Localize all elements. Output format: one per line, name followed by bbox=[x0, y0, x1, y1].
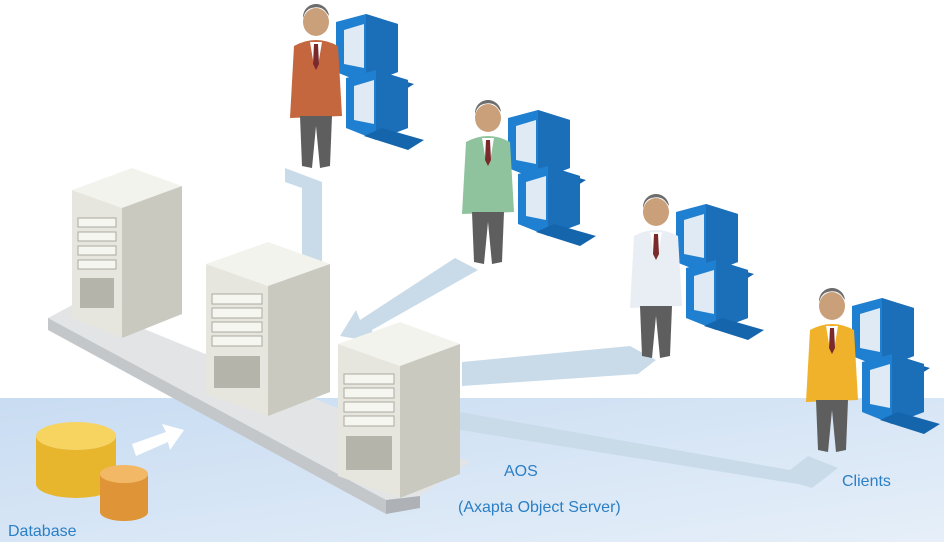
person-icon bbox=[630, 193, 682, 358]
monitor-icon bbox=[862, 354, 940, 434]
aos-server bbox=[338, 322, 460, 498]
client-brown bbox=[290, 3, 424, 168]
person-icon bbox=[462, 99, 514, 264]
monitor-icon bbox=[518, 166, 596, 246]
clients-label: Clients bbox=[842, 473, 891, 490]
monitor-icon bbox=[686, 260, 764, 340]
client-green bbox=[462, 99, 596, 264]
arrow-green-client bbox=[340, 258, 478, 342]
aos-full-label: (Axapta Object Server) bbox=[458, 499, 621, 516]
monitor-icon bbox=[852, 298, 930, 378]
aos-label: AOS bbox=[504, 463, 538, 480]
arrow-brown-client bbox=[285, 168, 322, 268]
monitor-icon bbox=[346, 70, 424, 150]
database-label: Database bbox=[8, 523, 77, 540]
person-icon bbox=[806, 287, 858, 452]
person-icon bbox=[290, 3, 342, 168]
database-server bbox=[72, 168, 182, 338]
clients-group bbox=[290, 3, 940, 452]
arrow-yellow-client bbox=[448, 410, 838, 488]
client-yellow bbox=[806, 287, 940, 452]
client-white bbox=[630, 193, 764, 358]
middle-server bbox=[206, 242, 330, 416]
flow-arrows bbox=[285, 168, 838, 488]
db-flow-arrow-icon bbox=[132, 424, 184, 456]
arrow-white-client bbox=[462, 346, 656, 386]
database-icon bbox=[36, 422, 148, 521]
